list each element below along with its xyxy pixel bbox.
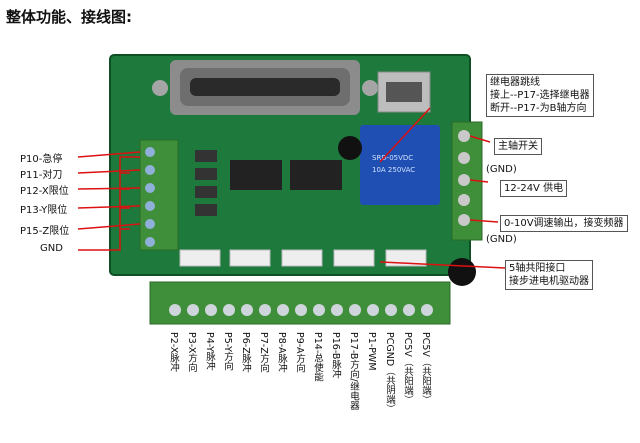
analog-output-label: 0-10V调速输出，接变频器 (500, 215, 628, 232)
bottom-label-p7: P7-Z方向 (258, 332, 269, 373)
axis5-label-line1: 5轴共阳接口 (509, 263, 566, 274)
svg-text:10A 250VAC: 10A 250VAC (372, 166, 415, 174)
relay (360, 125, 440, 205)
bottom-label-p17: P17-B方向/继电器 (348, 332, 359, 411)
relay-callout: 继电器跳线 接上--P17-选择继电器 断开--P17-为B轴方向 (486, 74, 594, 117)
axis5-label: 5轴共阳接口 接步进电机驱动器 (505, 260, 593, 290)
capacitor (338, 136, 362, 160)
bottom-label-pcgnd: PCGND（共阴端） (384, 332, 395, 414)
left-label-p12: P12-X限位 (20, 186, 69, 197)
axis5-label-line2: 接步进电机驱动器 (509, 276, 589, 287)
bottom-label-p4: P4-Y脉冲 (204, 332, 215, 371)
relay-callout-line1: 继电器跳线 (490, 77, 540, 88)
bottom-label-pc5v-2: PC5V（共阳端） (420, 332, 431, 405)
bottom-label-pc5v-1: PC5V（共阳端） (402, 332, 413, 405)
bottom-label-p9: P9-A方向 (294, 332, 305, 373)
chip-1 (230, 160, 282, 190)
bottom-label-p5: P5-Y方向 (222, 332, 233, 371)
bottom-label-p8: P8-A脉冲 (276, 332, 287, 373)
right-arrows (379, 107, 506, 269)
bottom-terminal-block (149, 281, 451, 325)
left-label-p11: P11-对刀 (20, 170, 63, 181)
bottom-label-p14: P14-总使能 (312, 332, 323, 382)
svg-text:SRD-05VDC: SRD-05VDC (372, 154, 413, 162)
spindle-switch-label: 主轴开关 (494, 138, 542, 155)
left-label-p15: P15-Z限位 (20, 226, 70, 237)
page-title: 整体功能、接线图: (6, 8, 132, 26)
left-label-p13: P13-Y限位 (20, 205, 68, 216)
relay-callout-line2: 接上--P17-选择继电器 (490, 90, 590, 101)
bottom-label-p3: P3-X方向 (186, 332, 197, 373)
relay-callout-line3: 断开--P17-为B轴方向 (490, 103, 587, 114)
left-label-p10: P10-急停 (20, 154, 63, 165)
left-label-gnd: GND (40, 243, 63, 254)
bottom-label-p1: P1-PWM (366, 332, 377, 371)
chip-2 (290, 160, 342, 190)
left-terminal-block (139, 139, 179, 251)
gnd-label-1: (GND) (486, 164, 517, 175)
gnd-label-2: (GND) (486, 234, 517, 245)
bottom-label-p2: P2-X脉冲 (168, 332, 179, 373)
big-capacitor (448, 258, 476, 286)
left-wires (77, 151, 141, 251)
bottom-label-p16: P16-B脉冲 (330, 332, 341, 379)
power-label: 12-24V 供电 (500, 180, 568, 197)
bottom-label-p6: P6-Z脉冲 (240, 332, 251, 373)
